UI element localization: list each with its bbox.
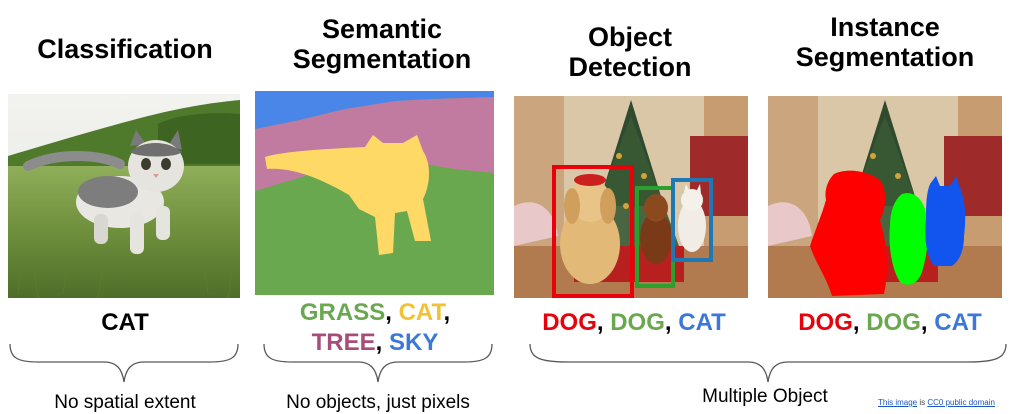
brace-multiple-object (529, 343, 1007, 383)
instance-label: DOG, DOG, CAT (770, 308, 1010, 338)
semantic-title-line1: Semantic (321, 14, 443, 44)
segment-sky (255, 91, 494, 129)
image-credit: This image is CC0 public domain (878, 398, 995, 407)
label-sep: , (385, 299, 399, 326)
label-cat: CAT (934, 309, 982, 336)
mask-cat-blue (925, 176, 966, 266)
label-sep: , (920, 309, 935, 336)
detection-title-line1: Object (587, 22, 673, 52)
bbox-cat-blue (671, 178, 713, 262)
object-detection-title: Object Detection (520, 22, 740, 82)
instance-title-line1: Instance (830, 12, 940, 42)
mask-dog-red (810, 170, 887, 296)
label-sep: , (375, 329, 389, 356)
label-dog: DOG (798, 309, 853, 336)
classification-label: CAT (25, 308, 225, 338)
semantic-label-line1: GRASS, CAT, (255, 298, 495, 328)
semantic-segmentation-title: Semantic Segmentation (262, 14, 502, 74)
semantic-label-line2: TREE, SKY (255, 328, 495, 358)
label-sky: SKY (389, 329, 439, 356)
brace-semantic (263, 343, 493, 383)
label-dog: DOG (866, 309, 921, 336)
label-grass: GRASS (299, 299, 386, 326)
detection-label: DOG, DOG, CAT (514, 308, 754, 338)
brace-classification (9, 343, 239, 383)
caption-multiple-object: Multiple Object (702, 386, 828, 407)
instance-segmentation-photo (768, 96, 1002, 298)
label-dog: DOG (610, 309, 665, 336)
label-cat: CAT (678, 309, 726, 336)
label-dog: DOG (542, 309, 597, 336)
credit-text: is (917, 398, 928, 407)
label-sep: , (664, 309, 679, 336)
classification-title-line1: Classification (37, 34, 213, 64)
caption-no-spatial-extent: No spatial extent (54, 392, 196, 413)
label-sep: , (852, 309, 867, 336)
credit-link-license[interactable]: CC0 public domain (927, 398, 995, 407)
semantic-title-line2: Segmentation (292, 44, 472, 74)
credit-link-image[interactable]: This image (878, 398, 918, 407)
label-sep: , (443, 299, 451, 326)
detection-title-line2: Detection (568, 52, 692, 82)
label-cat: CAT (398, 299, 444, 326)
bbox-dog-red (552, 165, 634, 298)
semantic-label: GRASS, CAT, TREE, SKY (255, 298, 495, 358)
segment-cat (265, 135, 431, 255)
label-sep: , (596, 309, 611, 336)
label-tree: TREE (311, 329, 376, 356)
kitten-photo (8, 94, 240, 298)
semantic-segmentation-map (255, 91, 494, 295)
detection-photo (514, 96, 748, 298)
instance-title-line2: Segmentation (795, 42, 975, 72)
label-cat: CAT (101, 309, 149, 336)
mask-dog-green (889, 193, 929, 285)
instance-segmentation-title: Instance Segmentation (770, 12, 1000, 72)
caption-no-objects: No objects, just pixels (286, 392, 470, 413)
classification-title: Classification (25, 34, 225, 64)
